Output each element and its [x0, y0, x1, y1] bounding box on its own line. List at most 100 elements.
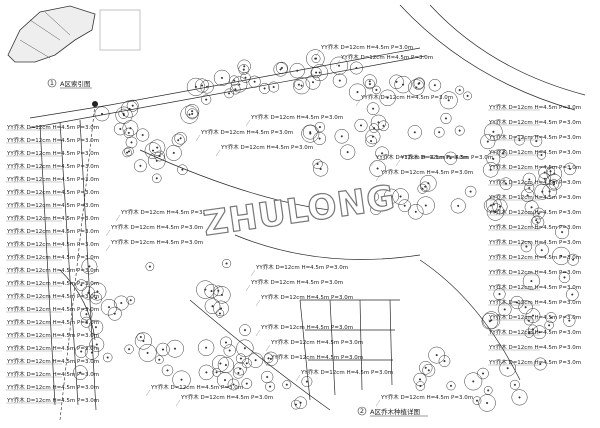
tree-canopy — [301, 376, 313, 388]
tree-canopy — [497, 302, 512, 317]
tree-trunk — [204, 288, 207, 291]
tree-trunk — [435, 354, 438, 357]
tree-trunk — [438, 131, 441, 134]
tree-trunk — [218, 312, 221, 315]
tree-canopy — [136, 332, 146, 342]
tree-canopy — [213, 285, 224, 297]
tree-trunk — [427, 369, 430, 372]
tree-canopy — [428, 346, 446, 364]
tree-trunk — [399, 195, 402, 198]
tree-trunk — [139, 164, 142, 167]
plant-label: YY乔木 D=12cm H=4.5m P=3.0m — [6, 149, 99, 157]
tree-trunk — [381, 152, 384, 155]
tree-trunk — [166, 369, 169, 372]
tree-trunk — [528, 332, 531, 335]
tree-trunk — [269, 357, 272, 360]
tree-canopy — [524, 316, 534, 326]
tree-canopy — [311, 64, 329, 82]
plant-label: YY乔木 D=12cm H=4.5m P=3.0m — [6, 305, 99, 313]
tree-canopy — [408, 79, 425, 96]
tree-canopy — [238, 64, 250, 75]
site-lines — [29, 4, 586, 411]
tree-trunk — [172, 151, 175, 154]
plant-label: YY乔木 D=12cm H=4.5m P=3.0m — [6, 396, 99, 404]
watermark-text: ZHULONG — [201, 178, 398, 245]
tree-trunk — [173, 347, 177, 350]
tree-canopy — [518, 300, 533, 315]
tree-canopy — [291, 399, 301, 410]
tree-canopy — [222, 258, 232, 269]
plant-label: YY乔木 D=12cm H=4.5m P=3.0m — [488, 103, 581, 111]
tree-trunk — [377, 121, 380, 124]
tree-canopy — [439, 91, 458, 110]
tree-trunk — [524, 306, 527, 309]
plant-label: YY乔木 D=12cm H=4.5m P=3.0m — [488, 223, 581, 231]
tree-trunk — [457, 204, 460, 207]
plant-label: YY乔木 D=12cm H=4.5m P=3.0m — [110, 238, 203, 246]
tree-trunk — [382, 124, 385, 127]
tree-trunk — [486, 401, 489, 405]
tree-canopy — [366, 102, 380, 116]
tree-trunk — [373, 195, 376, 198]
tree-canopy — [383, 188, 399, 204]
tree-trunk — [243, 65, 246, 68]
tree-trunk — [130, 141, 133, 144]
tree-trunk — [119, 127, 122, 131]
leader-line — [355, 99, 361, 107]
tree-trunk — [100, 112, 104, 115]
tree-trunk — [106, 356, 109, 359]
tree-canopy — [379, 89, 396, 107]
leader-line — [295, 374, 301, 382]
tree-trunk — [571, 293, 574, 296]
plant-label: YY乔木 D=12cm H=4.5m P=3.0m — [488, 268, 581, 276]
tree-trunk — [537, 212, 540, 215]
plant-label: YY乔木 D=12cm H=4.5m P=3.0m — [6, 266, 99, 274]
tree-trunk — [127, 131, 130, 134]
tree-canopy — [472, 396, 482, 406]
tree-trunk — [492, 157, 495, 160]
tree-trunk — [487, 389, 490, 392]
tree-canopy — [81, 286, 95, 300]
plant-label: YY乔木 D=12cm H=4.5m P=3.0m — [375, 153, 468, 161]
tree-canopy — [134, 332, 152, 350]
tree-canopy — [165, 144, 182, 161]
leader-line — [375, 174, 381, 182]
tree-canopy — [301, 124, 320, 143]
main-plan-number: 2 — [360, 407, 364, 415]
tree-canopy — [294, 396, 307, 409]
tree-canopy — [422, 363, 436, 377]
plant-label: YY乔木 D=12cm H=4.5m P=3.0m — [488, 343, 581, 351]
leader-line — [315, 49, 321, 57]
tree-canopy — [484, 122, 503, 141]
plant-label: YY乔木 D=12cm H=4.5m P=3.0m — [110, 223, 203, 231]
plant-label: YY乔木 D=12cm H=4.5m P=3.0m — [250, 278, 343, 286]
tree-canopy — [522, 272, 540, 290]
tree-canopy — [186, 77, 205, 96]
plant-label: YY乔木 D=12cm H=4.5m P=3.0m — [270, 353, 363, 361]
tree-trunk — [543, 177, 546, 180]
tree-canopy — [293, 79, 304, 90]
tree-canopy — [177, 164, 188, 175]
tree-trunk — [561, 231, 564, 234]
tree-canopy — [154, 355, 164, 365]
tree-trunk — [191, 110, 194, 113]
tree-trunk — [300, 84, 303, 87]
tree-trunk — [245, 382, 248, 385]
tree-trunk — [550, 316, 553, 319]
tree-canopy — [398, 199, 412, 213]
tree-canopy — [313, 132, 327, 146]
leader-line — [245, 119, 251, 127]
plant-label: YY乔木 D=12cm H=4.5m P=3.0m — [380, 168, 473, 176]
tree-canopy — [499, 177, 513, 190]
tree-trunk — [359, 124, 363, 127]
plant-label: YY乔木 D=12cm H=4.5m P=3.0m — [488, 148, 581, 156]
tree-trunk — [148, 265, 151, 268]
tree-trunk — [553, 172, 556, 175]
plant-label: YY乔木 D=12cm H=4.5m P=3.0m — [488, 283, 581, 291]
tree-trunk — [513, 383, 516, 386]
leader-line — [105, 244, 111, 252]
tree-canopy — [259, 82, 271, 94]
tree-canopy — [229, 75, 240, 86]
tree-trunk — [338, 79, 341, 82]
tree-trunk — [146, 351, 149, 354]
